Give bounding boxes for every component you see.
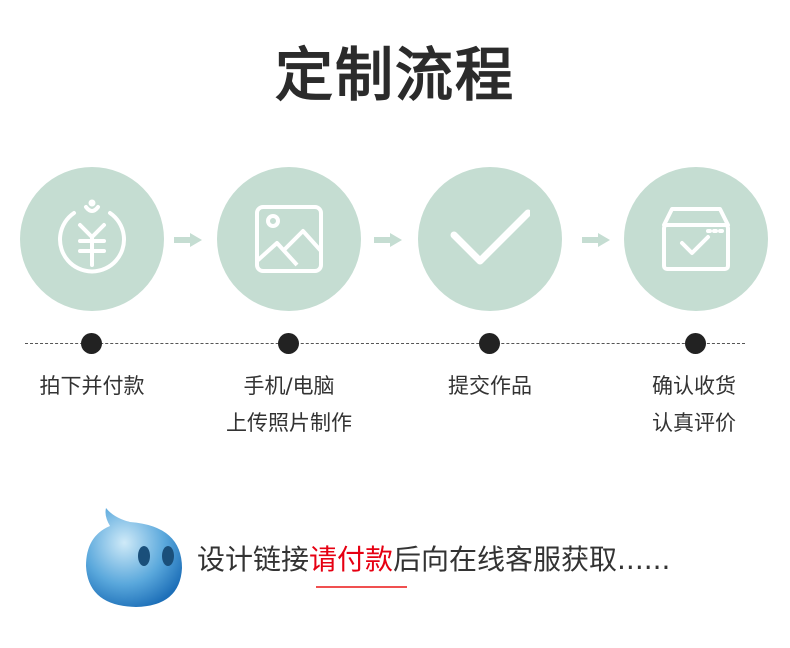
chat-mascot-icon [86,508,182,607]
step-label-2: 手机/电脑上传照片制作 [189,368,389,442]
timeline-dot [479,333,500,354]
timeline-dot [81,333,102,354]
note-text: 后向在线客服获取...... [393,543,671,576]
checkmark-icon [450,209,530,265]
yuan-coin-icon [58,199,126,274]
note-text: 设计链接 [197,543,310,576]
timeline-dot [685,333,706,354]
highlight-underline [316,586,407,588]
step-label-line: 上传照片制作 [226,411,352,435]
step-label-line: 确认收货 [652,374,736,398]
page-title: 定制流程 [274,41,515,109]
step-label-line: 认真评价 [652,411,736,435]
step-circle-upload [217,167,361,311]
step-label-line: 拍下并付款 [39,374,145,398]
step-label-line: 提交作品 [448,374,532,398]
step-circle-submit [418,167,562,311]
step-label-4: 确认收货认真评价 [594,368,790,442]
image-icon [255,205,323,273]
timeline-line [25,343,745,344]
step-label-3: 提交作品 [390,368,590,405]
arrow-right-icon [174,233,202,247]
step-label-1: 拍下并付款 [0,368,192,405]
package-box-icon [662,207,730,271]
arrow-right-icon [374,233,402,247]
step-label-line: 手机/电脑 [243,374,335,398]
step-circle-receive [624,167,768,311]
note-highlight: 请付款 [309,543,394,576]
arrow-right-icon [582,233,610,247]
timeline-dot [278,333,299,354]
payment-note: 设计链接请付款后向在线客服获取...... [197,538,670,578]
step-circle-payment [20,167,164,311]
